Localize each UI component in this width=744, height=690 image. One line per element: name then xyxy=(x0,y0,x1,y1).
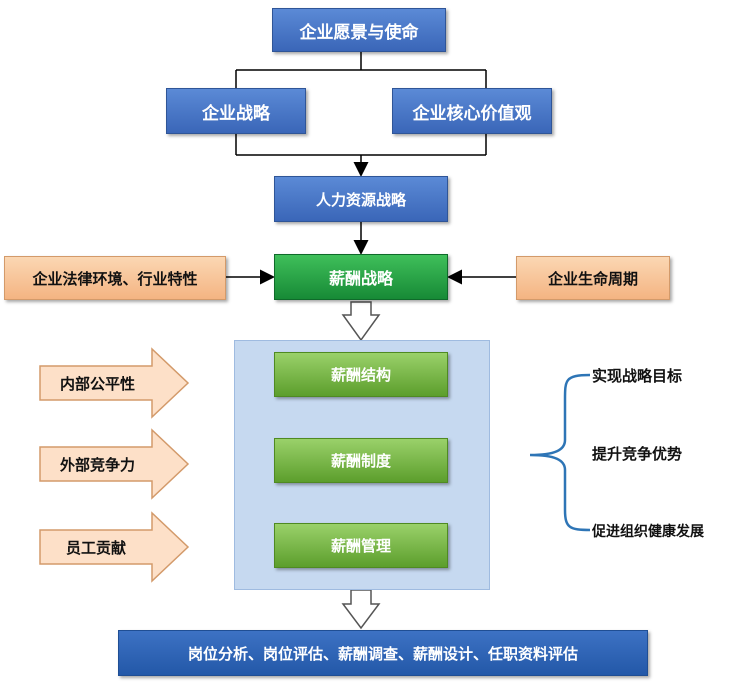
hr-strategy-box: 人力资源战略 xyxy=(274,176,448,222)
goal-strategic-target: 实现战略目标 xyxy=(592,367,683,385)
strategy-box: 企业战略 xyxy=(166,88,306,134)
legal-industry-factor: 企业法律环境、行业特性 xyxy=(4,256,226,300)
foundation-activities-bar: 岗位分析、岗位评估、薪酬调查、薪酬设计、任职资料评估 xyxy=(118,630,648,676)
goal-organizational-health: 促进组织健康发展 xyxy=(592,524,704,540)
pay-strategy-box: 薪酬战略 xyxy=(274,254,448,300)
goal-competitive-advantage: 提升竞争优势 xyxy=(592,445,683,463)
lifecycle-factor: 企业生命周期 xyxy=(516,256,670,300)
pay-management-box: 薪酬管理 xyxy=(274,523,448,568)
principle-employee-contribution: 员工贡献 xyxy=(66,539,127,557)
pay-system-box: 薪酬制度 xyxy=(274,438,448,483)
principle-internal-fairness: 内部公平性 xyxy=(60,375,136,393)
principle-external-competitiveness: 外部竞争力 xyxy=(60,456,136,474)
core-values-box: 企业核心价值观 xyxy=(392,88,552,134)
pay-structure-box: 薪酬结构 xyxy=(274,352,448,397)
vision-box: 企业愿景与使命 xyxy=(272,8,446,52)
